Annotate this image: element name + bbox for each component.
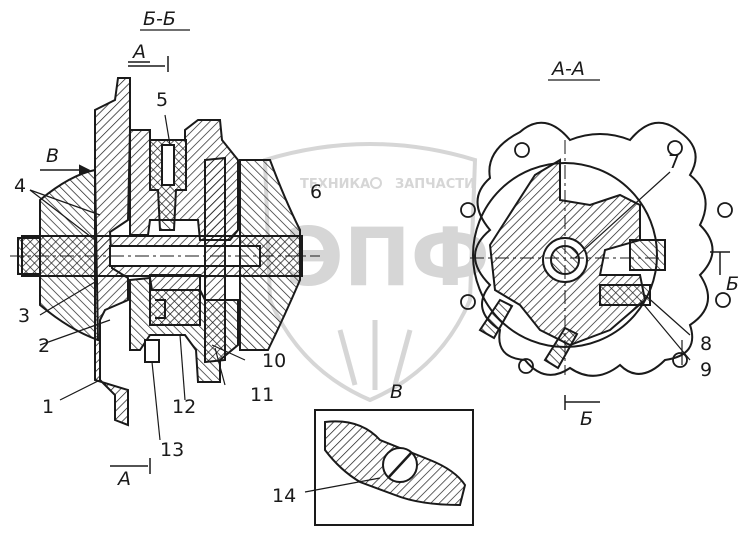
mark-a-top: А bbox=[131, 41, 146, 63]
view-b-arrowhead bbox=[79, 164, 91, 176]
oil-pipe-left bbox=[478, 298, 514, 340]
callout-10: 10 bbox=[262, 350, 286, 372]
mark-a-bottom: А bbox=[116, 468, 131, 490]
section-aa-drawing bbox=[460, 79, 733, 410]
gear-icon bbox=[370, 177, 382, 189]
view-b-frame bbox=[314, 409, 474, 526]
watermark-line1: ТЕХНИКА bbox=[300, 177, 370, 192]
watermark: ТЕХНИКА ЗАПЧАСТИ ЭПФ bbox=[262, 142, 490, 403]
callout-4: 4 bbox=[14, 175, 26, 197]
watermark-shield bbox=[262, 142, 478, 403]
callout-13: 13 bbox=[160, 439, 184, 461]
callout-7: 7 bbox=[668, 151, 680, 173]
callout-9: 9 bbox=[700, 359, 712, 381]
callout-3: 3 bbox=[18, 305, 30, 327]
callout-2: 2 bbox=[38, 335, 50, 357]
section-bb-drawing bbox=[10, 29, 320, 474]
callout-11: 11 bbox=[250, 384, 274, 406]
oil-inlet-bore bbox=[161, 144, 175, 186]
fitting-7 bbox=[629, 239, 666, 271]
compressor-wheel bbox=[39, 168, 100, 342]
fitting-8 bbox=[599, 284, 651, 306]
retainer-12 bbox=[155, 299, 166, 319]
callout-6: 6 bbox=[310, 181, 322, 203]
wheat-icon bbox=[337, 320, 413, 390]
mark-cut-b-top: Б bbox=[726, 273, 739, 295]
bolt-hole-8 bbox=[672, 352, 688, 368]
leader-14 bbox=[304, 477, 381, 493]
flange-outline bbox=[474, 121, 714, 377]
callout-1: 1 bbox=[42, 396, 54, 418]
view-b-inset bbox=[304, 409, 474, 526]
callout-8: 8 bbox=[700, 333, 712, 355]
callout-5: 5 bbox=[156, 89, 168, 111]
bolt-hole-3 bbox=[460, 202, 476, 218]
leader-lines-right bbox=[574, 171, 691, 365]
mark-cut-b-bottom: Б bbox=[580, 408, 593, 430]
bolt-hole-4 bbox=[717, 202, 733, 218]
mark-b-view: В bbox=[390, 381, 403, 403]
callout-12: 12 bbox=[172, 396, 196, 418]
section-aa-title: А-А bbox=[550, 58, 585, 80]
watermark-big: ЭПФ bbox=[285, 211, 490, 304]
section-bb-title: Б-Б bbox=[143, 8, 176, 30]
bolt-hole-7 bbox=[518, 358, 534, 374]
watermark-line2: ЗАПЧАСТИ bbox=[395, 177, 475, 192]
bolt-hole-6 bbox=[715, 292, 731, 308]
turbine-flange bbox=[204, 156, 226, 364]
mark-b-arrow: В bbox=[46, 145, 59, 167]
bolt-holes bbox=[460, 140, 733, 374]
bolt-hole-1 bbox=[514, 142, 530, 158]
oil-pipe-right bbox=[543, 326, 579, 370]
callout-14: 14 bbox=[272, 485, 296, 507]
housing-left-flange bbox=[94, 77, 131, 427]
bolt-hole-2 bbox=[667, 140, 683, 156]
leader-lines-left bbox=[29, 114, 246, 441]
view-b-slot bbox=[387, 451, 413, 479]
bolt-hole-5 bbox=[460, 294, 476, 310]
drain-plug bbox=[144, 339, 160, 363]
turbine-wheel bbox=[239, 159, 301, 351]
